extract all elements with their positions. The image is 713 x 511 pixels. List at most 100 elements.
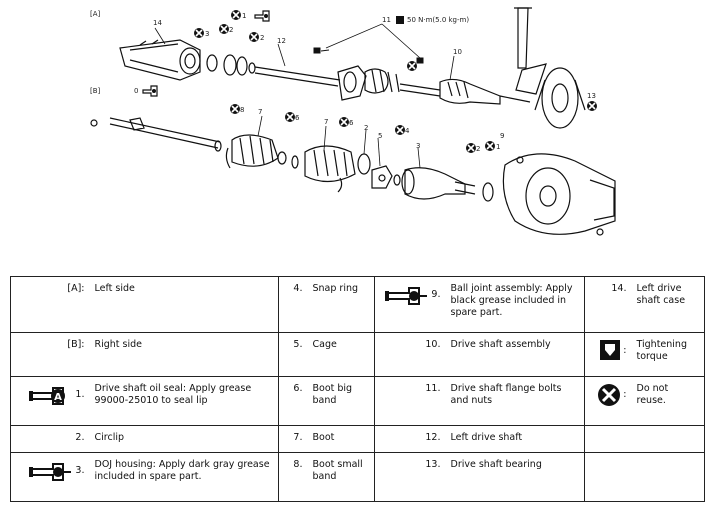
legend-item-description: Drive shaft assembly [446, 332, 585, 378]
legend-item-number: [B]: [10, 332, 91, 378]
svg-text:A: A [55, 392, 63, 403]
legend-number-text: 10. [425, 339, 441, 351]
legend-number-text: 4. [293, 283, 303, 294]
legend-item-number: 12. [374, 425, 447, 454]
legend-item-number: 7. [278, 425, 309, 454]
cage-and-snap-ring [371, 165, 401, 189]
legend-number-text: [A]: [67, 283, 85, 294]
boot-and-bands-outer [304, 145, 371, 193]
legend-item-number: A 1. [10, 376, 91, 427]
legend-number-text: 5. [293, 339, 303, 351]
legend-item-description: Snap ring [308, 275, 375, 334]
callout-2c: 2 [364, 124, 368, 132]
legend-item-number: 9. [374, 275, 447, 334]
callout-7b: 7 [324, 118, 328, 126]
leader-lines [154, 23, 455, 169]
legend-item-number: : [584, 332, 633, 378]
right-drive-shaft [90, 117, 222, 152]
group-label-a: [A] [90, 10, 101, 18]
grease-gun-icon [27, 459, 73, 489]
callout-0: 0 [134, 87, 138, 95]
callout-2d: 2 [476, 145, 480, 153]
legend-item-description: Boot big band [308, 376, 375, 427]
legend-item-number [584, 452, 633, 502]
legend-item-description: Do not reuse. [632, 376, 705, 427]
legend-item-number: 4. [278, 275, 309, 334]
callout-4: 4 [405, 127, 410, 135]
legend-item-number: 5. [278, 332, 309, 378]
legend-item-number [584, 425, 633, 454]
parts-legend-table: [A]: Left side 4. Snap ring 9. Ball joint ass… [10, 275, 705, 502]
legend-item-description: Drive shaft oil seal: Apply grease 99000… [90, 376, 279, 427]
callout-9: 9 [500, 132, 504, 140]
legend-number-text: 7. [293, 432, 303, 444]
grease-a-icon: A [27, 383, 73, 413]
legend-item-number: 10. [374, 332, 447, 378]
group-label-b: [B] [90, 87, 101, 95]
legend-item-number: [A]: [10, 275, 91, 334]
grease-gun-icon [383, 283, 429, 313]
legend-item-description: Cage [308, 332, 375, 378]
boot-and-bands-inner [225, 134, 299, 169]
callout-2a: 2 [229, 26, 233, 34]
legend-number-text: : [623, 389, 627, 401]
legend-item-description: Left side [90, 275, 279, 334]
callout-5: 5 [378, 132, 382, 140]
legend-item-description: Drive shaft flange bolts and nuts [446, 376, 585, 427]
doj-housing [401, 167, 494, 202]
legend-number-text: 13. [425, 459, 441, 471]
legend-item-number: 2. [10, 425, 91, 454]
callout-1a: 1 [242, 12, 246, 20]
callout-3b: 3 [416, 142, 420, 150]
left-drive-shaft [254, 65, 367, 101]
flange-bolts-and-nuts [313, 47, 424, 64]
callout-10: 10 [453, 48, 462, 56]
left-drive-shaft-case [119, 39, 201, 81]
legend-number-text: 6. [293, 383, 303, 395]
legend-item-description: DOJ housing: Apply dark gray grease incl… [90, 452, 279, 502]
legend-item-description: Left drive shaft [446, 425, 585, 454]
legend-item-description: Boot [308, 425, 375, 454]
right-drive-shaft-case [502, 153, 616, 236]
torque-icon [396, 16, 404, 24]
callout-12: 12 [277, 37, 286, 45]
legend-row: [A]: Left side 4. Snap ring 9. Ball joint ass… [10, 275, 705, 334]
legend-item-description: Right side [90, 332, 279, 378]
legend-number-text: 3. [75, 465, 85, 477]
legend-item-description [632, 425, 705, 454]
callout-8: 8 [240, 106, 244, 114]
legend-item-description: Ball joint assembly: Apply black grease … [446, 275, 585, 334]
legend-item-number: 3. [10, 452, 91, 502]
legend-item-description: Tightening torque [632, 332, 705, 378]
legend-number-text: 9. [431, 289, 441, 300]
legend-number-text: [B]: [67, 339, 85, 351]
strut-and-knuckle [514, 7, 596, 129]
callout-3a: 3 [205, 30, 209, 38]
torque-value: 50 N·m(5.0 kg-m) [407, 16, 469, 24]
legend-number-text: 1. [75, 389, 85, 401]
legend-number-text: : [623, 345, 627, 357]
legend-row: 2.Circlip 7. Boot 12. Left drive shaft [10, 425, 705, 454]
drive-shaft-assembly [364, 68, 531, 105]
legend-item-number: : [584, 376, 633, 427]
legend-item-description: Left drive shaft case [632, 275, 705, 334]
legend-item-description: Boot small band [308, 452, 375, 502]
legend-item-description: Drive shaft bearing [446, 452, 585, 502]
legend-number-text: 8. [293, 459, 303, 471]
legend-item-description: Circlip [90, 425, 279, 454]
legend-row: [B]: Right side 5. Cage 10. Drive shaft assem… [10, 332, 705, 378]
oil-seal-and-circlips [206, 54, 256, 76]
callout-7a: 7 [258, 108, 262, 116]
legend-item-number: 11. [374, 376, 447, 427]
legend-row: A 1. Drive shaft oil seal: Apply grease 99… [10, 376, 705, 427]
legend-item-number: 8. [278, 452, 309, 502]
legend-number-text: 12. [425, 432, 441, 444]
legend-item-description [632, 452, 705, 502]
callout-14: 14 [153, 19, 162, 27]
legend-row: 3. DOJ housing: Apply dark gray grease in… [10, 452, 705, 502]
exploded-drive-shaft-diagram: [A] [B] [90, 7, 616, 236]
callout-13: 13 [587, 92, 596, 100]
torque-icon [599, 339, 621, 365]
legend-item-number: 13. [374, 452, 447, 502]
legend-number-text: 14. [611, 283, 627, 294]
